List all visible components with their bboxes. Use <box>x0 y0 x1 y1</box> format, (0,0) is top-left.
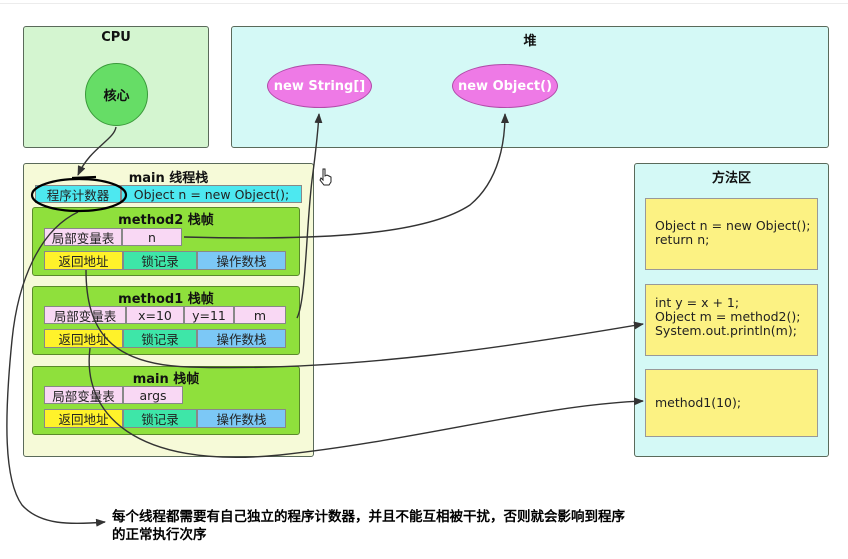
heap-object-string-array: new String[] <box>267 64 372 108</box>
core-to-pc-arrow <box>77 126 117 176</box>
operand-stack: 操作数栈 <box>197 251 286 270</box>
method1-code-block: int y = x + 1;Object m = method2();Syste… <box>645 284 818 356</box>
note-line: 的正常执行次序 <box>112 527 207 543</box>
heap-object-object: new Object() <box>452 64 558 108</box>
top-guideline <box>0 0 848 4</box>
method2-code-block: Object n = new Object();return n; <box>645 198 818 270</box>
code-line: System.out.println(m); <box>655 323 797 338</box>
program-counter-label: 程序计数器 <box>35 185 121 203</box>
cpu-title: CPU <box>101 30 131 45</box>
hand-cursor-icon <box>319 168 332 186</box>
thread-stack-title: main 线程栈 <box>128 171 209 186</box>
return-address: 返回地址 <box>44 409 123 428</box>
pc-to-note-arrow <box>6 211 106 527</box>
code-line: method1(10); <box>655 395 742 410</box>
lock-record: 锁记录 <box>123 251 197 270</box>
heap-object-label: new Object() <box>457 78 553 94</box>
local-vars-label: 局部变量表 <box>44 306 126 324</box>
local-var: args <box>123 386 183 404</box>
code-line: int y = x + 1; <box>655 295 740 310</box>
pc-highlight-ellipse <box>30 177 128 213</box>
local-var: m <box>234 306 286 324</box>
operand-stack: 操作数栈 <box>197 329 286 348</box>
method-area-title: 方法区 <box>711 171 751 186</box>
heap-title: 堆 <box>523 34 537 49</box>
lock-record: 锁记录 <box>123 329 197 348</box>
heap-object-label: new String[] <box>273 78 366 94</box>
local-vars-label: 局部变量表 <box>44 228 122 246</box>
local-var: y=11 <box>184 306 234 324</box>
method1-return-to-main-code-arrow <box>88 347 644 459</box>
note-line: 每个线程都需要有自己独立的程序计数器，并且不能互相被干扰，否则就会影响到程序 <box>112 509 625 525</box>
cpu-core-label: 核心 <box>103 89 130 104</box>
stack-frame-title: method1 栈帧 <box>118 292 214 307</box>
code-line: Object n = new Object(); <box>655 218 811 233</box>
main-code-block: method1(10); <box>645 369 818 437</box>
lock-record: 锁记录 <box>123 409 197 428</box>
cpu-core: 核心 <box>85 63 148 126</box>
code-line: return n; <box>655 232 710 247</box>
method2-return-to-method1-code-arrow <box>85 269 644 369</box>
local-m-to-string-array-arrow <box>296 113 323 319</box>
stack-frame-title: main 栈帧 <box>132 372 200 387</box>
program-counter-value: Object n = new Object(); <box>121 185 302 203</box>
local-n-to-object-arrow <box>183 113 509 239</box>
return-address: 返回地址 <box>44 251 123 270</box>
code-line: Object m = method2(); <box>655 309 801 324</box>
annotation-note: 每个线程都需要有自己独立的程序计数器，并且不能互相被干扰，否则就会影响到程序 的… <box>112 508 842 544</box>
operand-stack: 操作数栈 <box>197 409 286 428</box>
local-var: n <box>122 228 182 246</box>
stack-frame-title: method2 栈帧 <box>118 213 214 228</box>
pc-highlight-tick <box>71 175 97 180</box>
local-var: x=10 <box>126 306 184 324</box>
